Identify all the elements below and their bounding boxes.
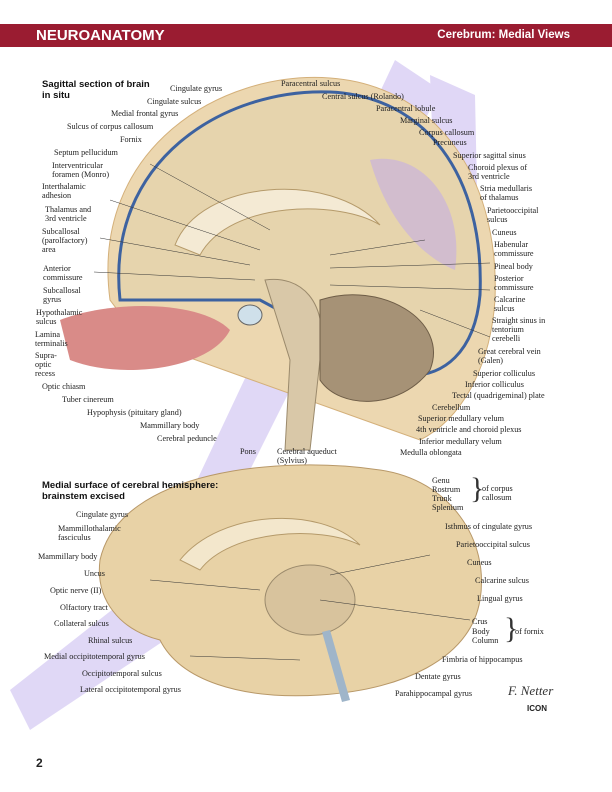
- label: Pons: [240, 447, 256, 456]
- label: Mammillary body: [140, 421, 200, 430]
- label: Medial occipitotemporal gyrus: [44, 652, 145, 661]
- label: Body: [472, 627, 490, 636]
- brace-icon: }: [504, 612, 519, 645]
- label: Anterior commissure: [43, 264, 83, 282]
- label: 4th ventricle and choroid plexus: [416, 425, 522, 434]
- label: Cuneus: [467, 558, 492, 567]
- label: Column: [472, 636, 499, 645]
- label: Central sulcus (Rolando): [322, 92, 404, 101]
- label: Cerebral aqueduct (Sylvius): [277, 447, 337, 465]
- thalamus-cut: [264, 564, 356, 636]
- label: of corpus callosum: [482, 484, 513, 502]
- publisher-logo: ICON: [527, 704, 547, 713]
- label: Optic chiasm: [42, 382, 86, 391]
- label: Lingual gyrus: [477, 594, 523, 603]
- label: Subcallosal gyrus: [43, 286, 81, 304]
- label: Straight sinus in tentorium cerebelli: [492, 316, 546, 343]
- page-number: 2: [36, 756, 43, 770]
- pituitary: [237, 304, 263, 326]
- label: Calcarine sulcus: [494, 295, 526, 313]
- label: Fornix: [120, 135, 142, 144]
- label: Septum pellucidum: [54, 148, 118, 157]
- label: Paracentral sulcus: [281, 79, 341, 88]
- label: Lamina terminalis: [35, 330, 68, 348]
- label: Superior sagittal sinus: [453, 151, 526, 160]
- label: Lateral occipitotemporal gyrus: [80, 685, 181, 694]
- label: Thalamus and 3rd ventricle: [45, 205, 92, 223]
- label: Cingulate gyrus: [170, 84, 223, 93]
- label: Great cerebral vein (Galen): [478, 347, 541, 365]
- label: Stria medullaris of thalamus: [480, 184, 533, 202]
- label: Medial frontal gyrus: [111, 109, 179, 118]
- label: Cingulate gyrus: [76, 510, 129, 519]
- cerebellum: [319, 294, 434, 402]
- nasal-cavity: [60, 306, 230, 370]
- label: Uncus: [84, 569, 105, 578]
- label: Supra-optic recess: [35, 351, 57, 378]
- label: Inferior colliculus: [465, 380, 524, 389]
- label: Choroid plexus of 3rd ventricle: [468, 163, 528, 181]
- label: Corpus callosum: [419, 128, 475, 137]
- label: of fornix: [515, 627, 544, 636]
- label: Rostrum: [432, 485, 461, 494]
- label: Fimbria of hippocampus: [442, 655, 523, 664]
- label: Precuneus: [433, 138, 467, 147]
- figure2-title: Medial surface of cerebral hemisphere: b…: [42, 480, 219, 502]
- leader-lines: [93, 163, 491, 661]
- label: Olfactory tract: [60, 603, 108, 612]
- label: Genu: [432, 476, 450, 485]
- label: Pineal body: [494, 262, 533, 271]
- label: Medulla oblongata: [400, 448, 462, 457]
- label: Parietooccipital sulcus: [487, 206, 539, 224]
- label: Mammillary body: [38, 552, 98, 561]
- brainstem: [264, 278, 323, 451]
- label: Optic nerve (II): [50, 586, 102, 595]
- label: Inferior medullary velum: [419, 437, 502, 446]
- artist-signature: F. Netter: [508, 683, 554, 698]
- label: Trunk: [432, 494, 452, 503]
- label: Subcallosal (parolfactory) area: [42, 227, 88, 254]
- section-title: NEUROANATOMY: [36, 27, 165, 44]
- label: Parahippocampal gyrus: [395, 689, 473, 698]
- label: Habenular commissure: [494, 240, 534, 258]
- label: Occipitotemporal sulcus: [82, 669, 162, 678]
- label: Collateral sulcus: [54, 619, 109, 628]
- label: Interthalamic adhesion: [42, 182, 86, 200]
- label: Posterior commissure: [494, 274, 534, 292]
- label: Cingulate sulcus: [147, 97, 202, 106]
- label: Isthmus of cingulate gyrus: [445, 522, 533, 531]
- label: Superior colliculus: [473, 369, 536, 378]
- precuneus-region: [370, 158, 457, 270]
- label: Superior medullary velum: [418, 414, 504, 423]
- label: Tectal (quadrigeminal) plate: [452, 391, 545, 400]
- label: Sulcus of corpus callosum: [67, 122, 154, 131]
- label: Splenium: [432, 503, 464, 512]
- label: Cuneus: [492, 228, 517, 237]
- label: Crus: [472, 617, 488, 626]
- label: Dentate gyrus: [415, 672, 461, 681]
- label: Marginal sulcus: [400, 116, 453, 125]
- label: Cerebral peduncle: [157, 434, 217, 443]
- brace-icon: }: [470, 472, 485, 505]
- corpus-callosum-2: [179, 517, 361, 571]
- label: Rhinal sulcus: [88, 636, 133, 645]
- label: Hypothalamic sulcus: [36, 308, 83, 326]
- label: Tuber cinereum: [62, 395, 114, 404]
- page-subtitle: Cerebrum: Medial Views: [437, 29, 570, 41]
- page-header: NEUROANATOMY Cerebrum: Medial Views: [0, 24, 612, 47]
- label: Mammillothalamic fasciculus: [58, 524, 121, 542]
- label: Hypophysis (pituitary gland): [87, 408, 182, 417]
- optic-nerve: [322, 630, 350, 702]
- label: Cerebellum: [432, 403, 471, 412]
- figure1-title: Sagittal section of brain in situ: [42, 79, 150, 101]
- label: Parietooccipital sulcus: [456, 540, 530, 549]
- label: Paracentral lobule: [376, 104, 436, 113]
- label: Calcarine sulcus: [475, 576, 529, 585]
- label: Interventricular foramen (Monro): [52, 161, 110, 179]
